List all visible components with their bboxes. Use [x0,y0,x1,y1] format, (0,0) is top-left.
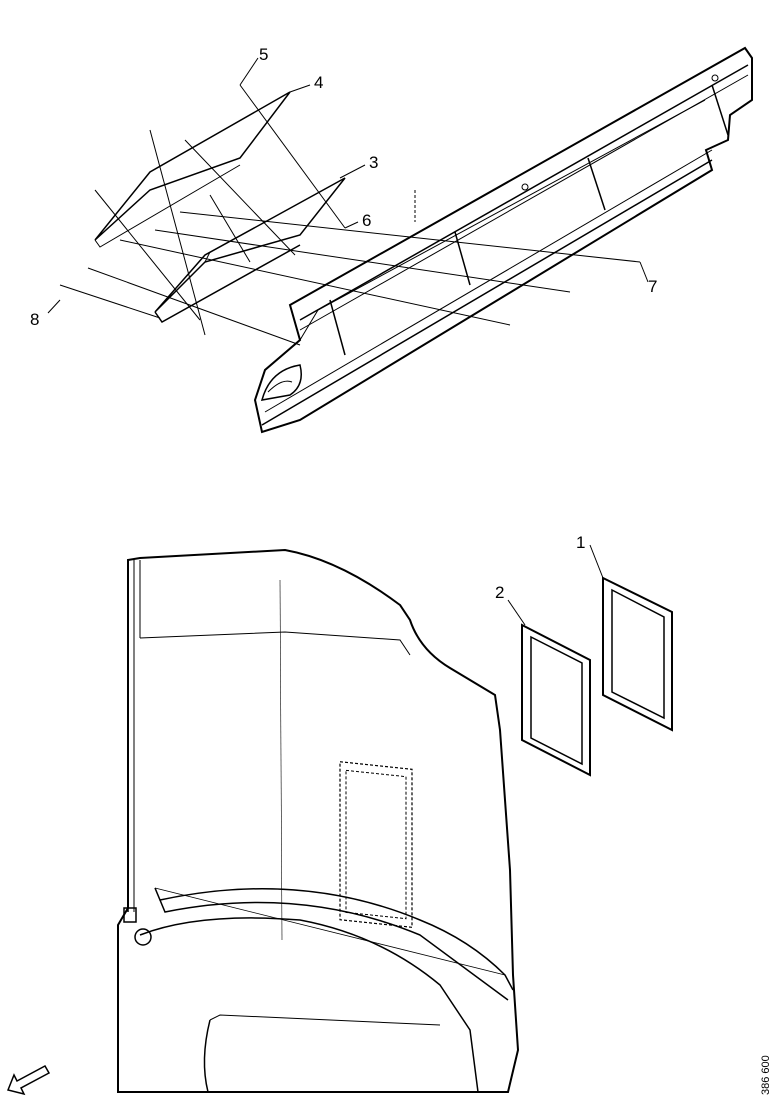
visor-cover [94,91,291,248]
callout-1: 1 [576,533,585,552]
label-location-outline [339,761,413,928]
callout-7: 7 [648,277,657,296]
frame-part-1 [602,576,673,732]
overhead-rail [253,46,753,434]
visor-panel [154,177,346,323]
callout-8: 8 [30,310,39,329]
callout-3: 3 [369,153,378,172]
door-panel-assembly [117,548,520,1093]
callout-6: 6 [362,211,371,230]
callout-5: 5 [259,45,268,64]
callout-4: 4 [314,73,323,92]
callout-2: 2 [495,583,504,602]
forward-arrow-icon [6,1064,51,1096]
callout-leaders [47,57,649,626]
callout-numbers: 1 2 3 4 5 6 7 8 [30,45,657,602]
roof-console-assembly [59,46,753,434]
frame-part-2 [521,623,591,777]
assembly-guide-lines [59,84,641,346]
reference-number: 386 600 [760,1055,772,1095]
